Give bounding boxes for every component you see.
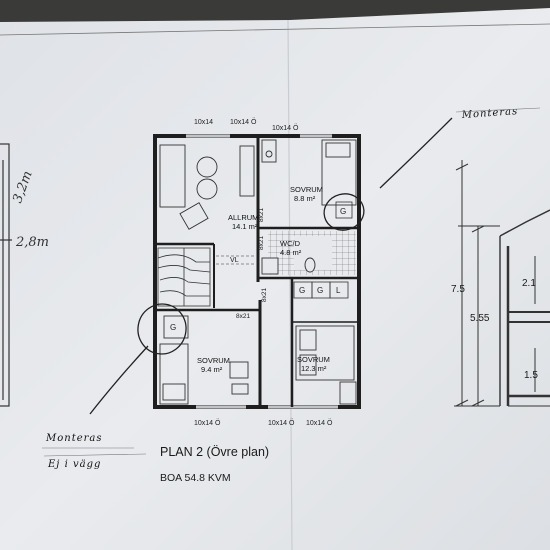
- appliance-g: G: [299, 286, 305, 295]
- sovrum-top-furniture: [261, 139, 357, 206]
- dim-7-5: 7.5: [451, 284, 465, 295]
- handwriting-ej-i-vagg: Ej i vägg: [47, 459, 101, 470]
- sovrum-left-furniture: [159, 315, 249, 405]
- appliance-g: G: [317, 286, 323, 295]
- right-section-drawing: [454, 160, 550, 407]
- plan-area: BOA 54.8 KVM: [160, 472, 231, 484]
- window-label: 10x14 Ö: [272, 124, 299, 132]
- window-label: 10x14 Ö: [306, 419, 333, 427]
- g-box-top: [335, 201, 353, 219]
- room-name-wcd: WC/D: [280, 239, 301, 248]
- plan-walls: [153, 134, 361, 409]
- wc-fixtures: [261, 257, 316, 275]
- note-2-8m: 2,8m: [15, 235, 49, 250]
- door-label: 8x21: [261, 288, 268, 302]
- window-label: 10x14 Ö: [268, 419, 295, 427]
- sovrum-right-furniture: [295, 325, 357, 405]
- room-area-allrum: 14.1 m²: [232, 222, 258, 231]
- pen-line-left: [89, 345, 149, 415]
- room-area-sovrum-top: 8.8 m²: [294, 194, 316, 203]
- dim-5-55: 5.55: [470, 313, 490, 324]
- vl-marker: VL: [216, 255, 256, 265]
- window-label: 10x14: [194, 119, 213, 126]
- dim-1-5: 1.5: [524, 370, 538, 381]
- door-label: 8x21: [236, 313, 250, 320]
- allrum-furniture: [159, 144, 255, 230]
- window-label: 10x14 Ö: [230, 118, 257, 126]
- door-label: 8x21: [258, 236, 265, 250]
- room-name-allrum: ALLRUM: [228, 213, 258, 222]
- room-name-sovrum-top: SOVRUM: [290, 185, 323, 194]
- staircase: [157, 247, 211, 307]
- appliances: [293, 281, 349, 299]
- room-name-sovrum-right: SOVRUM: [297, 355, 330, 364]
- svg-text:VL: VL: [230, 257, 239, 264]
- plan-title: PLAN 2 (Övre plan): [160, 445, 269, 459]
- appliance-l: L: [336, 286, 341, 295]
- svg-text:G: G: [170, 323, 176, 332]
- pen-circle-left: [137, 303, 187, 355]
- window-label: 10x14 Ö: [194, 419, 221, 427]
- paper-fold: [287, 19, 293, 550]
- room-area-sovrum-right: 12.3 m²: [301, 364, 327, 373]
- dim-2-1: 2.1: [522, 278, 536, 289]
- pen-line-top: [379, 117, 453, 189]
- svg-text:G: G: [340, 207, 346, 216]
- room-area-wcd: 4.8 m²: [280, 248, 302, 257]
- handwriting-monteras-bottom: Monteras: [45, 433, 103, 444]
- room-name-sovrum-left: SOVRUM: [197, 356, 230, 365]
- room-area-sovrum-left: 9.4 m²: [201, 365, 223, 374]
- door-label: 8x21: [258, 208, 265, 222]
- left-section-drawing: [0, 143, 12, 407]
- pen-circle-top: [323, 193, 365, 231]
